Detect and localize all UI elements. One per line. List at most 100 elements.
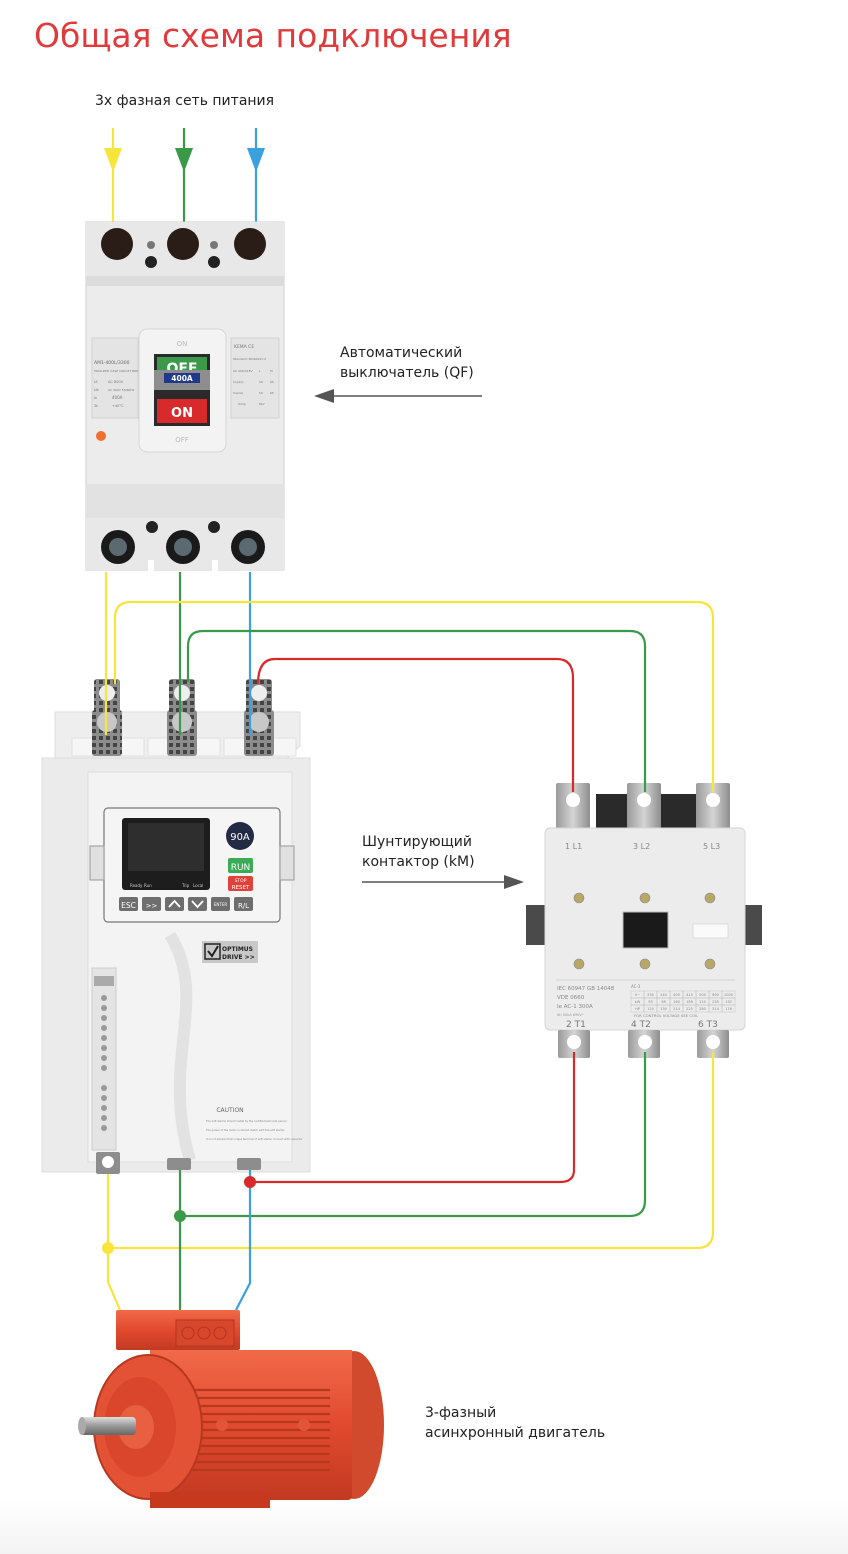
breaker-table-cell: Icu(kA) [233,380,244,384]
indicator-run: Run [144,883,152,888]
contactor-table-cell: 1000 [724,993,734,997]
motor-label-line1: 3-фазный [425,1405,497,1421]
control-terminal-screws [101,995,107,1131]
wire-t2-bypass-output [180,1052,647,1218]
contactor-label-slot [692,923,729,939]
soft-starter: Ready Run Trip Local 90A RUN STOP RESET … [41,679,311,1174]
contactor-table-cell: 210 [699,1000,707,1004]
contactor-table-cell: 98 [661,1000,666,1004]
contactor-table-cell: 240 [660,993,668,997]
enter-button-label: ENTER [214,902,227,907]
bottom-fade [0,1500,848,1554]
breaker-rating-badge [164,373,200,383]
enter-button[interactable] [211,897,230,911]
contactor-table-cell: 280 [699,1007,707,1011]
contactor-table-cell: 130 [660,1007,668,1011]
wire-l3-bypass-input [256,657,575,792]
circuit-breaker-label-line2: выключатель (QF) [340,365,474,381]
breaker-table-cell: 8kV [259,402,266,406]
breaker-table-cell: 50 [259,380,263,384]
breaker-standard: Standard: IEC60947-2 [233,357,266,361]
current-setting-knob[interactable] [226,822,254,850]
breaker-table-cell: 50 [259,391,263,395]
breaker-spec-key: Ui [94,380,98,384]
circuit-breaker-label-line1: Автоматический [340,345,463,361]
contactor-table-cell: 230 [647,993,655,997]
bypass-contactor-label: Шунтирующий контактор (kM) [362,832,475,872]
up-button[interactable] [165,897,184,911]
breaker-spec-plate-left [91,337,139,419]
contactor-table-cell: 314 [712,1007,720,1011]
wire-w-to-motor [235,1170,252,1311]
contactor-table-cell: 235 [712,1000,719,1004]
motor-label-line2: асинхронный двигатель [425,1425,606,1441]
breaker-housing-off-text: OFF [175,436,189,444]
contactor-indicator-window [622,911,669,949]
contactor-table-cell: 124 [647,1007,655,1011]
contactor-table-cell: HP [635,1007,641,1011]
contactor-table-cell: kW [635,1000,641,1004]
stop-button-label: STOP [235,878,247,884]
shift-button-label: >> [146,902,158,910]
indicator-ready: Ready [130,883,143,888]
contactor-table-cell: 160 [673,1000,681,1004]
breaker-spec-key: Ta [93,404,98,408]
contactor-table-cell: 169 [686,1000,694,1004]
junction-dot-red [244,1176,256,1188]
contactor-table-cell: 400 [673,993,681,997]
power-network-label: 3х фазная сеть питания [95,93,275,109]
run-button-label: RUN [231,863,251,873]
terminal-label-t3: 6 T3 [698,1020,718,1030]
breaker-spec-key: In [94,396,97,400]
bypass-contactor-label-line2: контактор (kM) [362,854,475,870]
caution-line: The soft starter should install by the c… [206,1119,287,1123]
terminal-label-t2: 4 T2 [631,1020,651,1030]
breaker-spec-value: 400A [112,395,123,400]
breaker-certs: KEMA CE [234,344,254,350]
contactor-table-cell: 500 [699,993,707,997]
breaker-spec-value: +40°C [112,404,124,408]
rl-button[interactable] [234,897,253,911]
down-button[interactable] [188,897,207,911]
breaker-table-cell: 65 [270,380,274,384]
soft-starter-keypad: ESC >> ENTER R/L [119,897,253,911]
contactor-table-cell: 415 [686,993,693,997]
circuit-breaker-label: Автоматический выключатель (QF) [340,343,474,383]
breaker-table-cell: Uimp [238,402,246,406]
caution-line: The power of the motor is should match w… [206,1128,286,1132]
run-button[interactable] [228,858,253,873]
soft-starter-output-terminals [96,1152,261,1174]
caution-title: CAUTION [216,1107,243,1114]
rl-button-label: R/L [238,902,249,910]
chevron-down-icon [191,900,204,909]
breaker-spec-value: AC 400V 50/60Hz [108,388,135,392]
wire-l1-bypass-input [113,600,715,792]
shift-button[interactable] [142,897,161,911]
reset-button-label: RESET [232,885,250,891]
motor-shaft [80,1417,136,1435]
breaker-spec-key: Ue [94,388,99,392]
contactor-footer: FOR CONTROL VOLTAGE SEE COIL [634,1013,699,1018]
page-title: Общая схема подключения [34,16,512,55]
breaker-pointer-arrow [314,389,482,403]
bypass-contactor: 1 L1 3 L2 5 L3 IEC 60947 GB 14048 VDE 06… [526,783,762,1058]
brand-logo [202,941,258,963]
breaker-table-cell: Ics(kA) [233,391,243,395]
wire-l2-bypass-input [186,629,647,792]
soft-starter-input-busbars [92,679,274,756]
indicator-local: Local [193,883,203,888]
induction-motor [78,1310,384,1508]
junction-dot-yellow [102,1242,114,1254]
terminal-label-l3: 5 L3 [703,842,720,851]
contactor-spec: Ie AC-1 300A [557,1004,593,1010]
breaker-rating-text: 400A [171,374,193,383]
stop-reset-button[interactable] [228,876,253,891]
brand-name-line2: DRIVE >> [222,954,255,961]
contactor-table-cell: 690 [712,993,720,997]
esc-button[interactable] [119,897,138,911]
breaker-table-cell: AC 400/415V [233,369,254,373]
breaker-top-terminals [101,228,266,268]
terminal-label-l1: 1 L1 [565,842,582,851]
